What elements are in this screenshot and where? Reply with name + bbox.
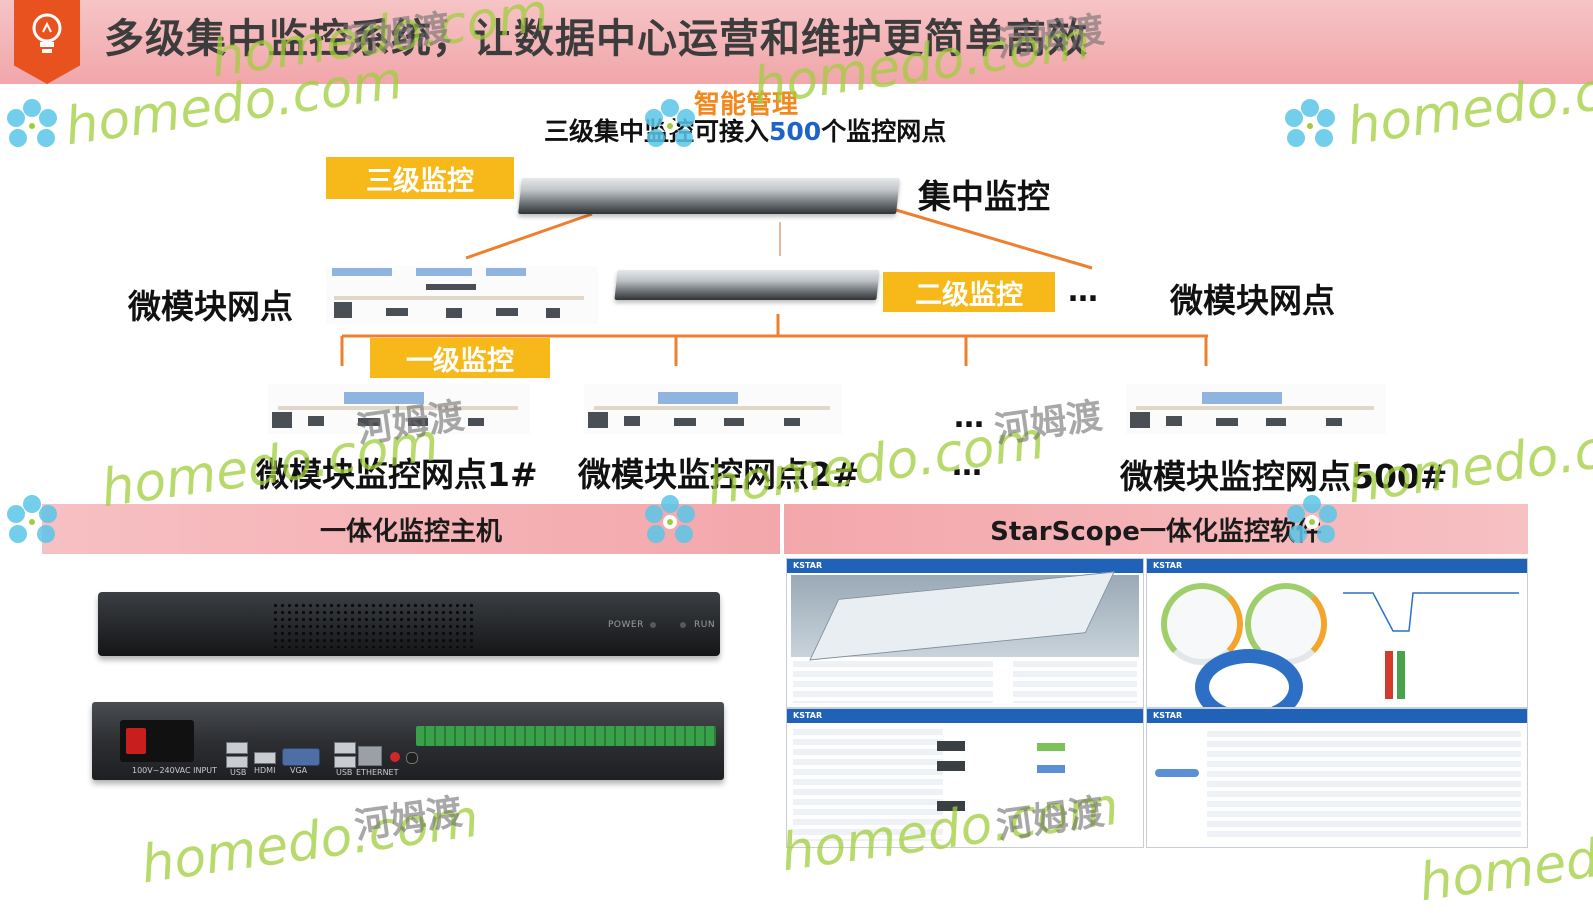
page-title: 多级集中监控系统，让数据中心运营和维护更简单高效 — [104, 16, 1088, 62]
power-led-icon — [650, 622, 656, 628]
micro-module-node-right-label: 微模块网点 — [1170, 281, 1335, 320]
watermark-flower-icon — [7, 495, 57, 543]
ellipsis-mark: … — [1068, 274, 1098, 309]
smart-management-label: 智能管理 — [694, 90, 799, 120]
software-screenshot-dashboard: KSTAR — [1146, 558, 1528, 708]
brand-label: KSTAR — [793, 711, 823, 720]
brand-label: KSTAR — [1153, 561, 1183, 570]
lightbulb-badge — [14, 0, 80, 84]
watermark-flower-icon — [645, 99, 695, 147]
rear-vga-label: VGA — [290, 766, 308, 775]
site-thumbnail-1 — [268, 384, 530, 434]
usb-port-icon — [334, 742, 356, 754]
ethernet-port-icon — [358, 746, 382, 766]
subtitle-suffix: 个监控网点 — [821, 117, 947, 146]
secondary-server — [614, 270, 880, 300]
terminal-block-strip — [416, 726, 716, 746]
front-run-label: RUN — [694, 620, 716, 630]
watermark-flower-icon — [645, 495, 695, 543]
line-central-to-right-node — [895, 208, 1093, 270]
header-bar — [0, 0, 1593, 84]
front-power-label: POWER — [608, 620, 644, 630]
usb-port-icon — [226, 756, 248, 768]
software-screenshot-3d-room: KSTAR — [786, 558, 1144, 708]
audio-port-icon — [390, 752, 400, 762]
rear-usb2-label: USB — [336, 768, 353, 777]
watermark-flower-icon — [1285, 99, 1335, 147]
site-label-1: 微模块监控网点1# — [256, 455, 538, 494]
central-monitor-label: 集中监控 — [918, 177, 1050, 216]
software-screenshot-device-list: KSTAR — [786, 708, 1144, 848]
trend-line-icon — [1343, 592, 1519, 632]
watermark-flower-icon — [1287, 495, 1337, 543]
rear-usb-label: USB — [230, 768, 247, 777]
usb-port-icon — [226, 742, 248, 754]
site-thumbnail-2 — [584, 384, 842, 434]
watermark-flower-icon — [7, 99, 57, 147]
hdmi-port-icon — [254, 752, 276, 764]
power-switch-icon — [126, 728, 146, 754]
site-label-500: 微模块监控网点500# — [1120, 457, 1448, 496]
host-front-vent — [272, 602, 476, 648]
ellipsis-mark-low: … — [952, 448, 982, 483]
run-led-icon — [680, 622, 686, 628]
line-central-to-left-node — [465, 212, 593, 260]
lightbulb-icon — [32, 13, 62, 53]
rear-ethernet-label: ETHERNET — [356, 768, 399, 777]
subtitle-number: 500 — [769, 117, 822, 146]
site-thumbnail-500 — [1126, 384, 1386, 434]
brand-label: KSTAR — [793, 561, 823, 570]
central-server — [518, 178, 900, 214]
audio-port-icon — [406, 752, 418, 764]
vga-port-icon — [282, 748, 320, 766]
micro-module-node-left-label: 微模块网点 — [128, 287, 293, 326]
node-topology-thumbnail-left — [326, 266, 598, 324]
level3-monitor-tag: 三级监控 — [326, 157, 514, 199]
ellipsis-mark-mid: … — [954, 400, 984, 435]
software-panel-title: StarScope一体化监控软件 — [784, 504, 1528, 554]
software-screenshot-data-table: KSTAR — [1146, 708, 1528, 848]
site-label-2: 微模块监控网点2# — [578, 455, 860, 494]
level2-monitor-tag: 二级监控 — [883, 272, 1055, 312]
usb-port-icon — [334, 756, 356, 768]
rear-hdmi-label: HDMI — [254, 766, 276, 775]
level1-monitor-tag: 一级监控 — [370, 338, 550, 378]
brand-label: KSTAR — [1153, 711, 1183, 720]
rear-power-input-label: 100V~240VAC INPUT — [132, 766, 218, 775]
